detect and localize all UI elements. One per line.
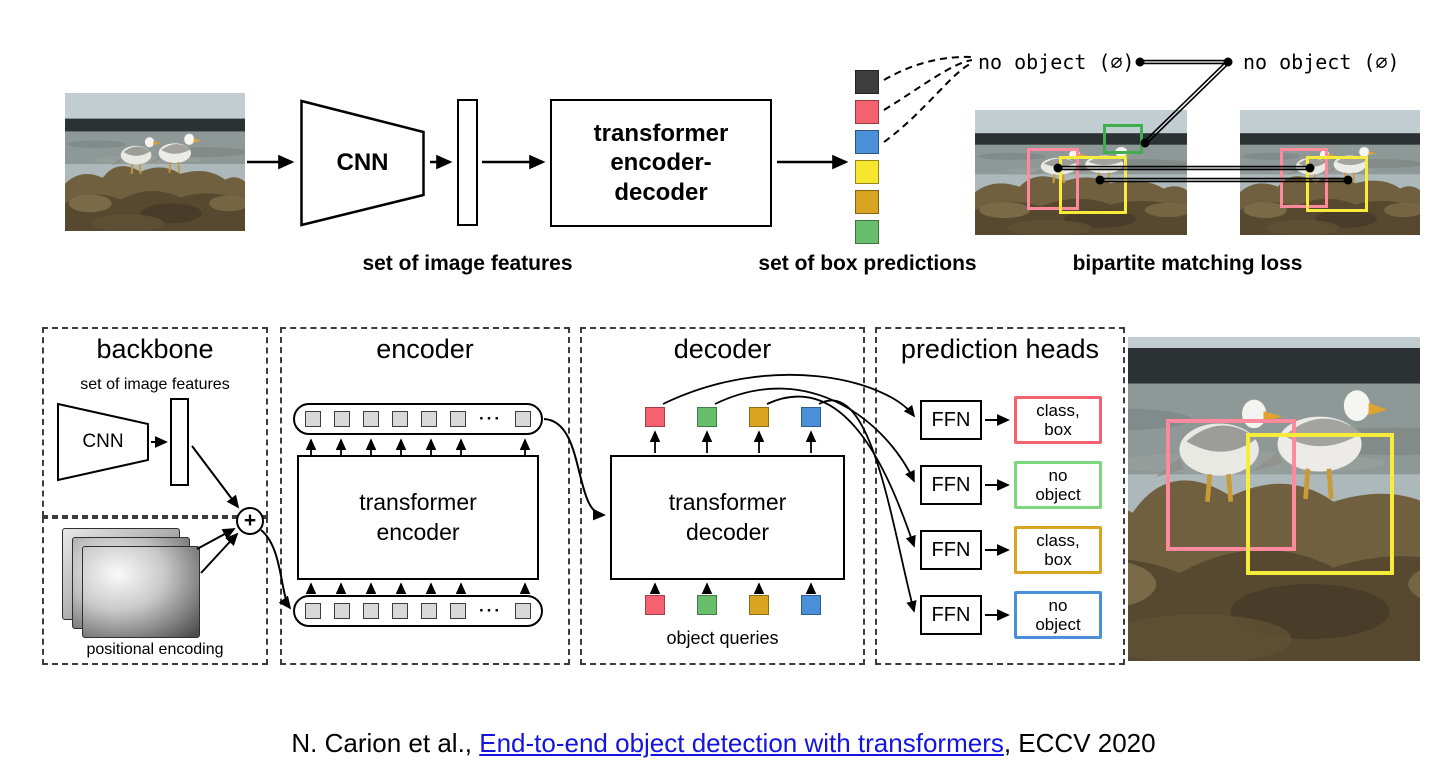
decoder-output-square [697,407,717,427]
prediction-heads-title: prediction heads [900,334,1100,364]
output-box-no-object: no object [1014,461,1102,509]
decoder-output-square [749,407,769,427]
bbox-yellow [1246,433,1394,575]
matched-image-left [975,110,1187,235]
backbone-section [42,327,268,517]
output-box-no-object: no object [1014,591,1102,639]
paper-link[interactable]: End-to-end object detection with transfo… [479,728,1004,758]
object-queries-label: object queries [666,628,779,648]
prediction-square [855,100,879,124]
output-box-class: class, box [1014,526,1102,574]
cnn-block: CNN [300,98,425,228]
feature-token [392,411,408,427]
token-ellipsis: ··· [479,601,502,620]
decoder-title: decoder [673,334,772,364]
feature-token [450,603,466,619]
prediction-square [855,220,879,244]
feature-token [421,603,437,619]
no-object-label-left: no object (∅) [978,50,1135,74]
encoder-title: encoder [376,334,474,364]
citation: N. Carion et al., End-to-end object dete… [0,728,1447,759]
transformer-encoder-block: transformer encoder [297,455,539,580]
transformer-encoder-decoder-block: transformer encoder- decoder [550,99,772,227]
positional-card [82,546,200,638]
feature-token [363,603,379,619]
no-object-dashed-links [883,55,973,143]
feature-token [392,603,408,619]
encoder-token-row-bottom: ··· [293,595,543,627]
feature-token [305,411,321,427]
feature-token [363,411,379,427]
feature-token [334,411,350,427]
object-query-square [697,595,717,615]
bbox-pink [1027,148,1079,210]
positional-encoding-label: positional encoding [86,641,224,658]
feature-token [334,603,350,619]
matched-image-right [1240,110,1420,235]
feature-token [514,603,531,619]
ffn-box: FFN [920,595,982,635]
object-query-square [645,595,665,615]
prediction-square [855,70,879,94]
caption-matching-loss: bipartite matching loss [1072,252,1303,275]
caption-image-features: set of image features [362,252,573,275]
feature-token [305,603,321,619]
transformer-decoder-block: transformer decoder [610,455,845,580]
object-query-square [801,595,821,615]
output-box-class: class, box [1014,396,1102,444]
result-image [1128,337,1420,661]
prediction-square [855,160,879,184]
feature-column [457,99,478,226]
decoder-output-square [645,407,665,427]
decoder-output-square [801,407,821,427]
plus-circle: + [236,507,264,535]
bbox-yellow [1059,156,1127,214]
token-ellipsis: ··· [479,409,502,428]
backbone-cnn-block: CNN [57,402,149,482]
feature-token [450,411,466,427]
backbone-title: backbone [96,334,214,364]
backbone-feature-column [170,398,189,486]
citation-prefix: N. Carion et al., [291,728,480,758]
citation-suffix: , ECCV 2020 [1003,728,1156,758]
ffn-box: FFN [920,400,982,440]
backbone-cnn-label: CNN [82,431,124,452]
caption-box-predictions: set of box predictions [758,252,977,275]
prediction-square [855,130,879,154]
ffn-box: FFN [920,530,982,570]
feature-token [514,411,531,427]
feature-token [421,411,437,427]
encoder-token-row-top: ··· [293,403,543,435]
input-image [65,93,245,231]
box-predictions-column [855,70,879,244]
bbox-pink [1166,419,1296,551]
cnn-label: CNN [336,149,389,176]
ffn-box: FFN [920,465,982,505]
backbone-features-label: set of image features [80,376,230,393]
bbox-yellow [1306,156,1368,212]
object-query-square [749,595,769,615]
no-object-label-right: no object (∅) [1243,50,1400,74]
prediction-square [855,190,879,214]
bbox-green [1103,124,1143,154]
